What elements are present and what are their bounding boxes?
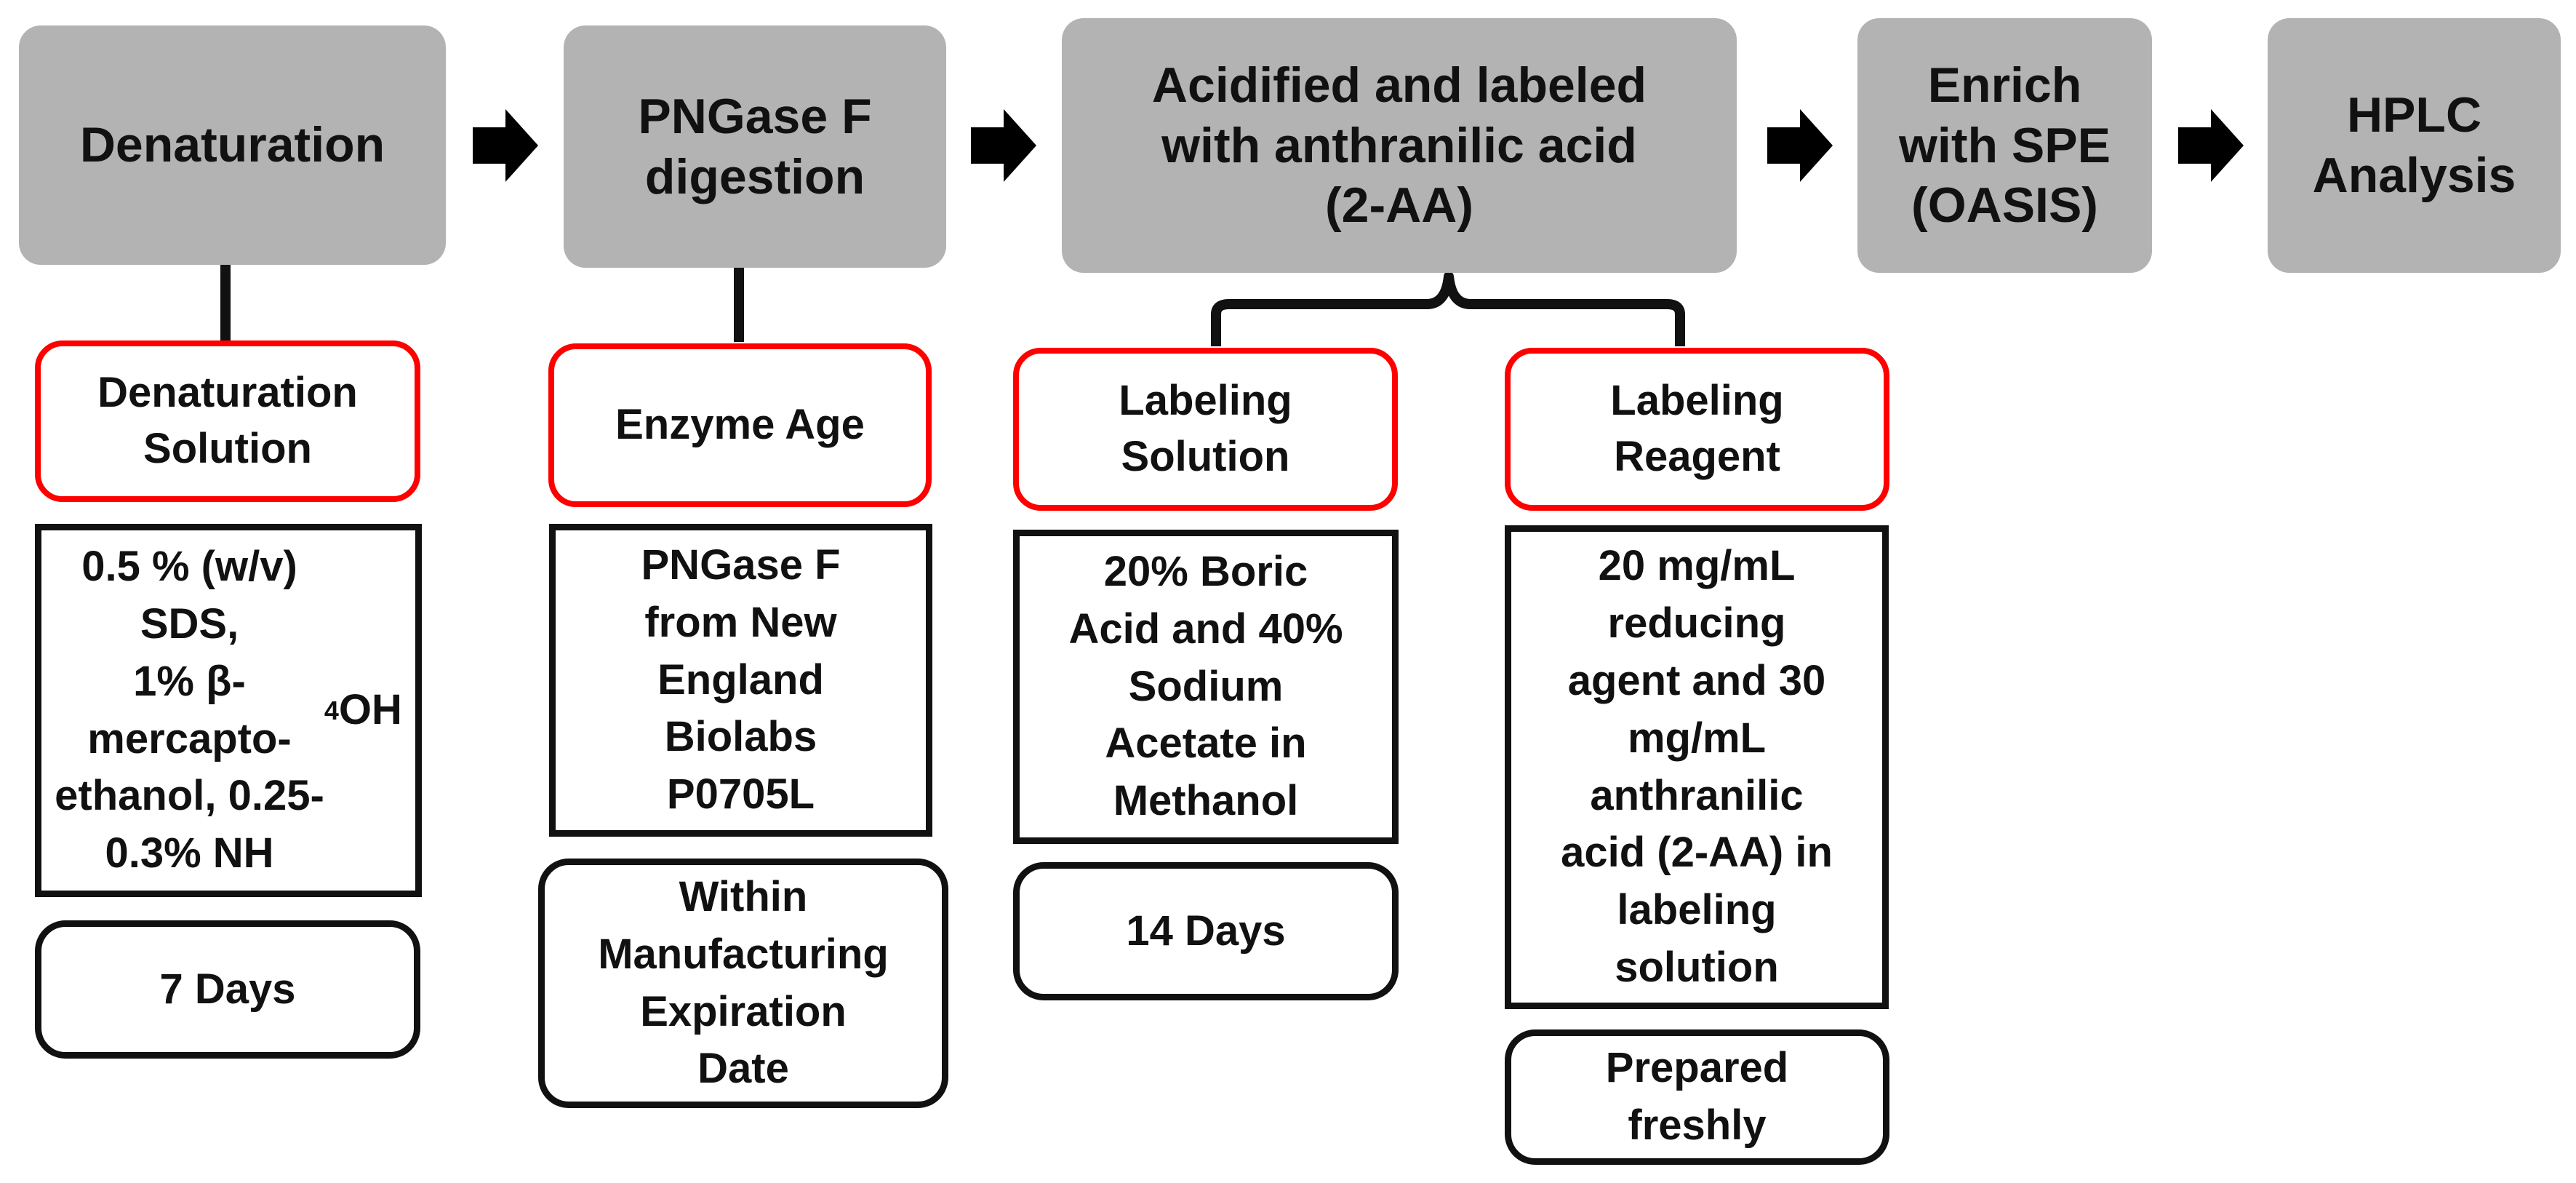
step-hplc-analysis: HPLC Analysis (2268, 18, 2561, 273)
step-denaturation: Denaturation (19, 25, 446, 265)
step-pngase-digestion: PNGase F digestion (564, 25, 946, 268)
stability-denaturation: 7 Days (35, 920, 420, 1059)
param-denaturation-solution: Denaturation Solution (35, 340, 420, 502)
step-acidified-labeled: Acidified and labeled with anthranilic a… (1062, 18, 1737, 273)
bracket-connector-step3 (1211, 271, 1685, 346)
detail-labeling-solution: 20% Boric Acid and 40% Sodium Acetate in… (1013, 530, 1399, 844)
step-enrich-spe: Enrich with SPE (OASIS) (1857, 18, 2152, 273)
arrow-right-icon (473, 109, 538, 182)
arrow-right-icon (1767, 109, 1833, 182)
param-labeling-reagent: Labeling Reagent (1505, 348, 1889, 511)
param-enzyme-age: Enzyme Age (548, 343, 932, 507)
detail-labeling-reagent: 20 mg/mL reducing agent and 30 mg/mL ant… (1505, 525, 1889, 1009)
detail-denaturation-solution: 0.5 % (w/v) SDS, 1% β- mercapto- ethanol… (35, 524, 422, 897)
detail-enzyme: PNGase F from New England Biolabs P0705L (549, 524, 932, 837)
param-labeling-solution: Labeling Solution (1013, 348, 1398, 511)
stability-labeling-solution: 14 Days (1013, 862, 1399, 1000)
arrow-right-icon (2178, 109, 2244, 182)
stability-enzyme: Within Manufacturing Expiration Date (538, 859, 948, 1108)
detail-text: 0.5 % (w/v) SDS, 1% β- mercapto- ethanol… (55, 542, 324, 877)
detail-text-suffix: OH (338, 686, 402, 734)
stability-labeling-reagent: Prepared freshly (1505, 1029, 1889, 1165)
arrow-right-icon (971, 109, 1036, 182)
